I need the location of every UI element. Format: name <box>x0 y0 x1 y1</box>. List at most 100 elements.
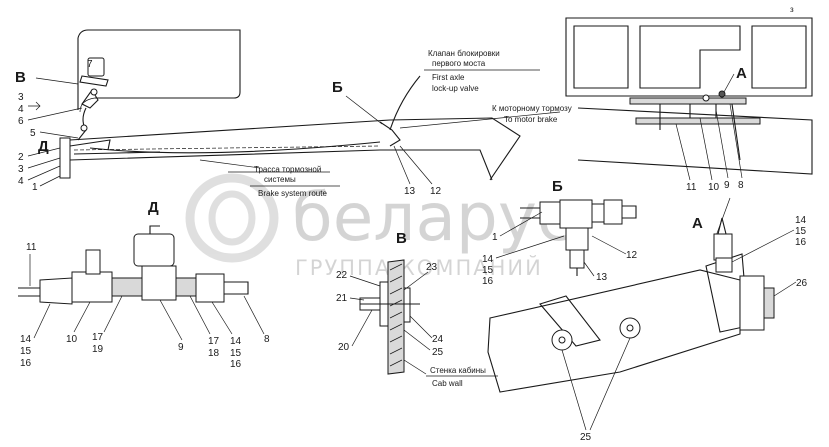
callout-2: 2 <box>18 152 24 163</box>
solenoid-coil <box>133 233 175 267</box>
callout-5: 5 <box>30 128 36 139</box>
tee-body <box>71 271 113 303</box>
callout-1: 1 <box>32 182 38 193</box>
callout-11-d: 11 <box>26 242 37 253</box>
adapter <box>111 277 143 297</box>
callout-26: 26 <box>796 278 808 289</box>
label-lock-valve-ru-1: Клапан блокировки <box>428 49 500 58</box>
tee-branch <box>85 249 101 275</box>
route-outline-lower <box>69 149 493 181</box>
callout-7: 7 <box>87 59 93 70</box>
frame-rail <box>629 97 747 105</box>
callout-14-dl: 14 <box>20 334 32 345</box>
label-cab-wall-en: Cab wall <box>432 379 463 388</box>
label-brake-route-ru-2: системы <box>264 175 296 184</box>
callout-16-dr: 16 <box>230 359 242 370</box>
washer-right <box>403 287 411 323</box>
label-lock-valve-ru-2: первого моста <box>432 59 486 68</box>
callout-10-top: 10 <box>708 182 720 193</box>
view-label-a-detail: А <box>692 215 703 232</box>
label-cab-wall-ru: Стенка кабины <box>430 366 486 375</box>
callout-4b: 4 <box>18 176 24 187</box>
leader-motor-brake <box>399 111 561 129</box>
callout-3b: 3 <box>18 164 24 175</box>
callout-1-b: 1 <box>492 232 498 243</box>
callout-23: 23 <box>426 262 438 273</box>
cab-wall-section <box>387 259 405 375</box>
callout-9-top: 9 <box>724 180 730 191</box>
view-label-d-detail: Д <box>148 199 159 216</box>
callout-14-a: 14 <box>795 215 807 226</box>
callout-15-dl: 15 <box>20 346 32 357</box>
callout-9-d: 9 <box>178 342 184 353</box>
callout-6: 6 <box>18 116 24 127</box>
tee-b-branch <box>565 227 589 251</box>
callout-4a: 4 <box>18 104 24 115</box>
callout-16-dl: 16 <box>20 358 32 369</box>
detail-a: А 14 15 16 26 25 <box>487 197 808 443</box>
callout-18-dr: 18 <box>208 348 220 359</box>
nut-left <box>39 277 73 305</box>
detail-b: Б 1 14 15 16 12 13 <box>482 178 638 287</box>
view-label-v-detail: В <box>396 230 407 247</box>
watermark-logo-ring <box>185 173 279 263</box>
label-motor-brake-en: To motor brake <box>504 115 558 124</box>
callout-12-top: 12 <box>430 186 442 197</box>
callout-14-b: 14 <box>482 254 494 265</box>
valve-bracket <box>79 75 109 87</box>
bracket-arm <box>487 269 741 393</box>
callout-14-dr: 14 <box>230 336 242 347</box>
callout-15-dr: 15 <box>230 348 242 359</box>
view-label-b-detail: Б <box>552 178 563 195</box>
label-brake-route-en: Brake system route <box>258 189 327 198</box>
detail-v: В 22 23 21 20 24 25 Стенка кабины Cab wa… <box>336 230 498 388</box>
frame-plate <box>59 137 71 179</box>
callout-20: 20 <box>338 342 350 353</box>
nut-right <box>195 273 225 303</box>
callouts-top-left: 7 В 3 4 6 5 Д 2 3 4 1 <box>15 59 93 193</box>
pipe-b-left <box>520 207 540 219</box>
cab-corner-view <box>77 29 241 141</box>
callout-13-top: 13 <box>404 186 416 197</box>
bracket-plate <box>81 88 99 109</box>
labels-top-center: Клапан блокировки первого моста First ax… <box>250 49 572 198</box>
callout-8-top: 8 <box>738 180 744 191</box>
nut-b-right <box>603 199 623 225</box>
label-lock-valve-en-2: lock-up valve <box>432 84 479 93</box>
watermark: беларус ГРУППА КОМПАНИЙ <box>185 173 573 280</box>
watermark-group: ГРУППА КОМПАНИЙ <box>295 255 543 280</box>
fitting-a <box>713 233 733 261</box>
label-lock-valve-en-1: First axle <box>432 73 465 82</box>
callout-11-top: 11 <box>686 182 697 193</box>
callout-25-a: 25 <box>580 432 592 443</box>
flange <box>739 275 765 331</box>
cab-outline <box>77 29 241 110</box>
callout-15-b: 15 <box>482 265 494 276</box>
view-label-v-top: В <box>15 69 26 86</box>
callout-22: 22 <box>336 270 348 281</box>
callout-16-b: 16 <box>482 276 494 287</box>
view-label-b-top: Б <box>332 79 343 96</box>
callout-17-d: 17 <box>92 332 104 343</box>
callout-3: 3 <box>18 92 24 103</box>
valve-body <box>87 57 105 77</box>
label-brake-route-ru-1: Трасса тормозной <box>254 165 321 174</box>
frame-outline <box>565 17 813 97</box>
route-outline-upper <box>69 117 521 181</box>
callout-10-d: 10 <box>66 334 78 345</box>
frame-lower <box>577 107 813 175</box>
brake-pipe <box>89 141 381 154</box>
frame-view: А 11 10 9 8 з <box>565 5 813 193</box>
watermark-logo-inner <box>208 190 256 246</box>
callout-13-b: 13 <box>596 272 608 283</box>
brake-route-line <box>59 75 561 181</box>
label-motor-brake-ru: К моторному тормозу <box>492 104 572 113</box>
callout-15-a: 15 <box>795 226 807 237</box>
tee-b-body <box>559 199 593 229</box>
callout-25-v: 25 <box>432 347 444 358</box>
callout-16-a: 16 <box>795 237 807 248</box>
view-label-d-top: Д <box>38 138 49 155</box>
pipe-right <box>224 281 249 295</box>
